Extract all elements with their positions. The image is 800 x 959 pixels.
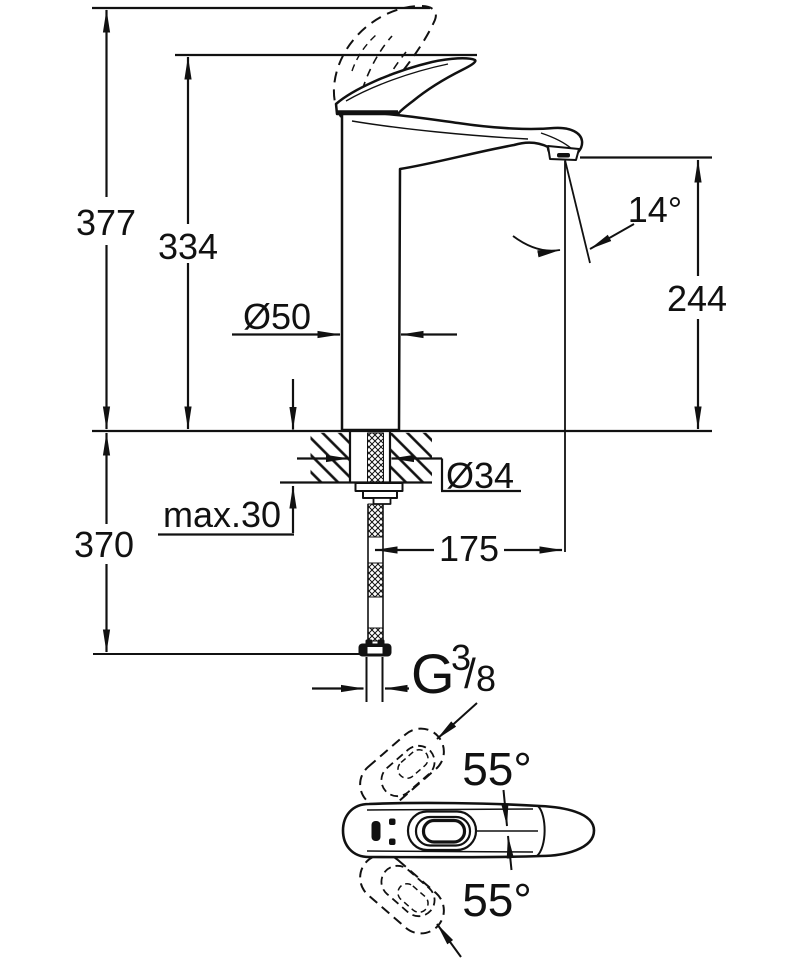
dim-334-label: 334 <box>158 226 218 267</box>
handle-inner-edge-bottom <box>366 850 534 853</box>
temp-indicator-dot-top <box>389 818 396 825</box>
labels: 377 334 370 Ø50 244 14° Ø34 max.30 175 G… <box>72 189 729 926</box>
dim-angle-14-label: 14° <box>628 189 682 230</box>
thread-slash: / <box>464 650 476 697</box>
thread-letter: G <box>411 642 455 705</box>
washer <box>372 497 392 505</box>
hose-braid-1 <box>367 503 384 538</box>
dim-diameter-50-label: Ø50 <box>243 296 311 337</box>
aerator-slot <box>557 153 570 158</box>
top-view <box>341 702 596 958</box>
handle-closed <box>334 57 477 116</box>
thread-numerator: 3 <box>451 637 471 678</box>
thumb-recess-middle-ring <box>414 815 472 847</box>
stream-angle-arc <box>512 235 561 258</box>
label-mask-175 <box>436 536 502 564</box>
dim-angle-55-up <box>436 702 509 827</box>
label-mask-334 <box>156 229 220 263</box>
faucet-body-contour-line <box>351 120 529 140</box>
mounting-nut <box>362 490 398 499</box>
below-counter-assembly <box>354 432 404 702</box>
label-mask-244 <box>665 281 729 315</box>
dim-angle-55-down-label: 55° <box>462 874 532 926</box>
dim-370-label: 370 <box>74 524 134 565</box>
handle-cap-seam <box>536 805 546 857</box>
stream-angle-leader <box>589 223 635 250</box>
dim-angle-14 <box>512 223 635 258</box>
faucet-body-outline <box>340 111 584 432</box>
dim-377-label: 377 <box>76 202 136 243</box>
thumb-recess-outer-ring <box>406 810 478 852</box>
dim-244-label: 244 <box>667 278 727 319</box>
handle-top-view-outline <box>341 801 596 859</box>
swivel-arc-lower <box>506 835 514 871</box>
dim-diameter-34 <box>297 454 521 493</box>
dim-max-30-label: max.30 <box>163 494 281 535</box>
dim-angle-55-up-label: 55° <box>462 743 532 795</box>
dim-175-label: 175 <box>439 528 499 569</box>
swivel-arc-upper <box>501 789 509 827</box>
label-mask-370 <box>72 527 136 561</box>
label-mask-377 <box>74 203 138 239</box>
swivel-down-leader <box>436 923 462 958</box>
handle-inner-edge-top <box>366 808 534 811</box>
stream-angle-line <box>564 159 591 264</box>
handle-contour-line <box>345 63 449 102</box>
hose-braid-2 <box>367 562 384 598</box>
side-view <box>92 5 712 702</box>
thumb-recess-inner-ring <box>421 818 467 844</box>
thread-denominator: 8 <box>476 658 496 699</box>
dim-thread-label: G 3 / 8 <box>411 637 496 705</box>
dim-diameter-34-label: Ø34 <box>446 455 514 496</box>
hose-braid-3 <box>367 627 384 642</box>
temp-indicator-dot-bottom <box>389 838 396 845</box>
swivel-up-leader <box>436 702 478 740</box>
mounting-flange <box>354 482 404 492</box>
dim-max-30 <box>158 379 297 536</box>
dim-angle-55-down <box>436 835 514 958</box>
handle-swivel-down-dashed <box>359 853 445 935</box>
temp-indicator-bar <box>371 821 381 841</box>
hose-nut-slot <box>367 647 383 654</box>
